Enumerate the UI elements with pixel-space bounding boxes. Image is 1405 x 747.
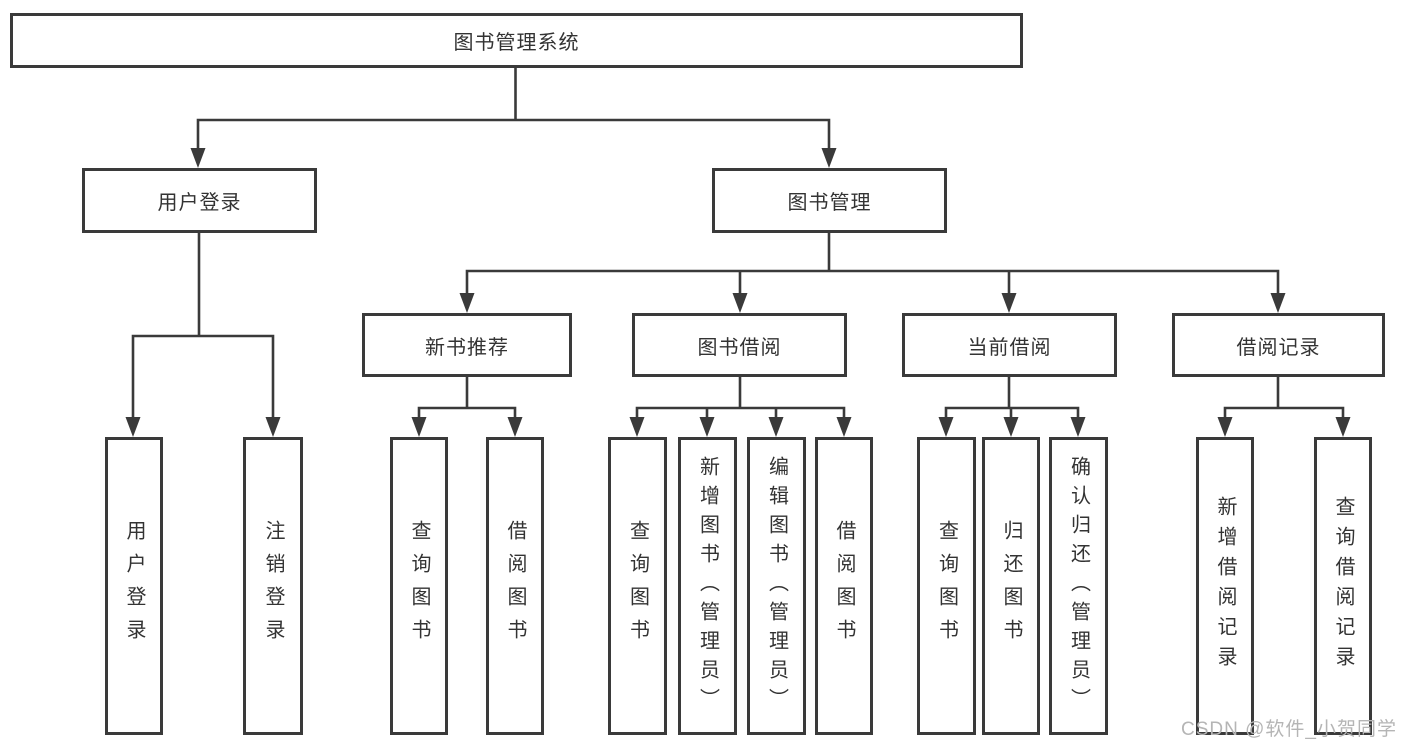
leaf-user-login: 用户登录	[105, 437, 163, 735]
leaf-user-login-label: 用户登录	[123, 520, 145, 652]
node-new-book-recommend-label: 新书推荐	[425, 336, 509, 359]
node-user-login-label: 用户登录	[157, 192, 242, 214]
leaf-borrow-book-label: 借阅图书	[833, 520, 855, 652]
node-borrow-records-label: 借阅记录	[1236, 336, 1321, 359]
csdn-watermark: CSDN @软件_小贺同学	[1181, 719, 1397, 740]
leaf-logout: 注销登录	[243, 437, 303, 735]
leaf-query-book-borrow-label: 查询图书	[626, 520, 649, 652]
node-book-management: 图书管理	[712, 168, 947, 233]
leaf-add-borrow-record: 新增借阅记录	[1196, 437, 1254, 735]
leaf-add-book-admin-label: 新增图书（管理员）	[696, 455, 719, 717]
leaf-add-borrow-record-label: 新增借阅记录	[1214, 496, 1236, 676]
leaf-confirm-return-admin-label: 确认归还（管理员）	[1067, 455, 1090, 717]
node-borrow-records: 借阅记录	[1172, 313, 1385, 377]
leaf-query-book-current: 查询图书	[917, 437, 976, 735]
node-user-login: 用户登录	[82, 168, 317, 233]
leaf-borrow-book-recommend: 借阅图书	[486, 437, 544, 735]
leaf-confirm-return-admin: 确认归还（管理员）	[1049, 437, 1108, 735]
node-root-system-label: 图书管理系统	[453, 32, 580, 54]
leaf-borrow-book: 借阅图书	[815, 437, 873, 735]
leaf-edit-book-admin-label: 编辑图书（管理员）	[765, 455, 788, 717]
node-root-system: 图书管理系统	[10, 13, 1023, 68]
node-current-borrowing-label: 当前借阅	[967, 336, 1052, 359]
node-book-management-label: 图书管理	[787, 192, 872, 214]
leaf-query-book-borrow: 查询图书	[608, 437, 667, 735]
leaf-add-book-admin: 新增图书（管理员）	[678, 437, 737, 735]
leaf-query-book-recommend: 查询图书	[390, 437, 448, 735]
leaf-query-borrow-record-label: 查询借阅记录	[1332, 496, 1354, 676]
leaf-return-book: 归还图书	[982, 437, 1040, 735]
leaf-query-borrow-record: 查询借阅记录	[1314, 437, 1372, 735]
node-new-book-recommend: 新书推荐	[362, 313, 572, 377]
node-book-borrowing: 图书借阅	[632, 313, 847, 377]
leaf-borrow-book-recommend-label: 借阅图书	[504, 520, 526, 652]
leaf-return-book-label: 归还图书	[1000, 520, 1022, 652]
leaf-query-book-recommend-label: 查询图书	[408, 520, 430, 652]
leaf-query-book-current-label: 查询图书	[935, 520, 958, 652]
leaf-logout-label: 注销登录	[262, 520, 284, 652]
node-current-borrowing: 当前借阅	[902, 313, 1117, 377]
node-book-borrowing-label: 图书借阅	[697, 336, 782, 359]
leaf-edit-book-admin: 编辑图书（管理员）	[747, 437, 806, 735]
